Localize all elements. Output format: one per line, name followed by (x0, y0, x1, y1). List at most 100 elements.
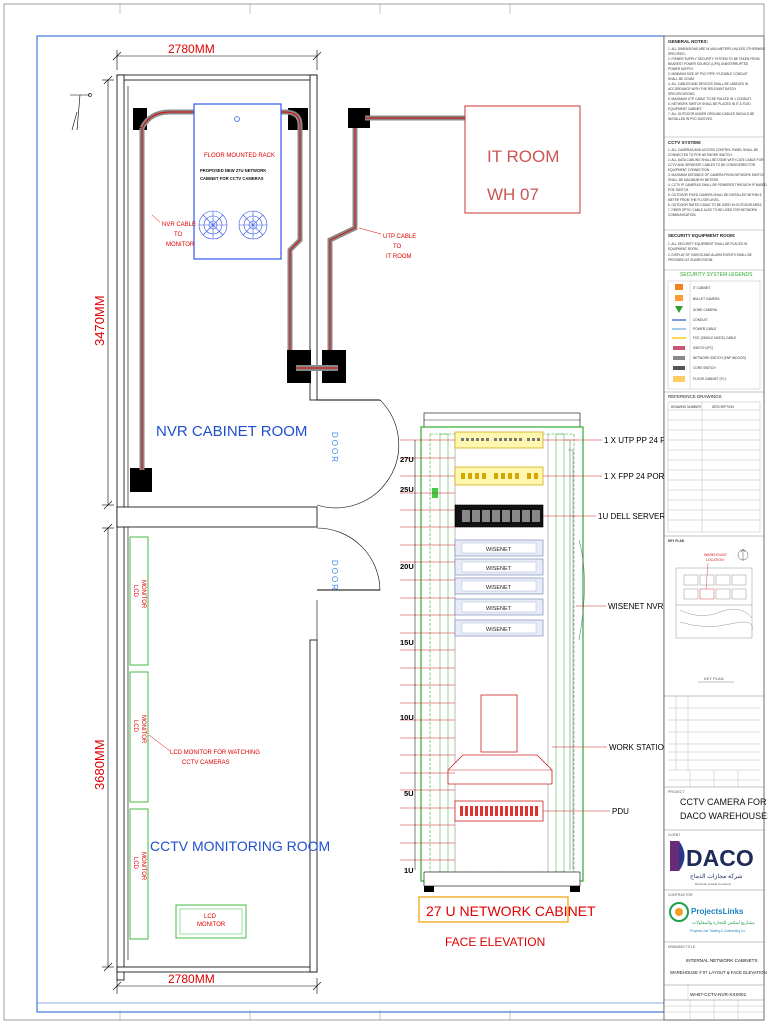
utp-patch-panel-ports (461, 438, 540, 441)
callout-wisenet-nvr: WISENET NVR (608, 602, 664, 611)
nvr-cable-leader (151, 214, 161, 223)
legend-item-4: CONDUIT (693, 318, 708, 322)
rack-unit-lines (400, 439, 455, 861)
legend-swatch-7 (673, 346, 685, 350)
cable-route-right (296, 115, 465, 371)
cctv-note-1: 1. ALL CAMERAS AND ACCESS CONTROL PANEL … (668, 148, 758, 152)
drawing-title-2: WAREHOUSE # 07 LAYOUT & FACE ELEVATION (670, 970, 767, 975)
key-plan-label: KEY PLAN (704, 676, 724, 681)
pdu-outlets (460, 806, 538, 816)
cctv-note-13: 7. FIBER OPTIC CABLE ALSO TO BE USED FOR… (668, 208, 758, 212)
security-note-3: 2. DISPLAY OF VIDEOS AND ALARM EVENTS SH… (668, 253, 752, 257)
general-note-8: 4. ALL CABLES AND DEVICES SHALL BE LABEL… (668, 82, 749, 86)
general-note-2: SPECIFIED. (668, 52, 686, 56)
legend-item-1: IT CABINET (693, 286, 711, 290)
nvr-room-label: NVR CABINET ROOM (156, 423, 307, 440)
legend-item-10: FLOOR CABINET (FC) (693, 377, 726, 381)
contractor-arabic: مشاريع لينكس للتجارة والمقاولات (692, 920, 755, 926)
cabinet-foot-left (424, 886, 434, 892)
general-notes-header: GENERAL NOTES: (668, 39, 709, 44)
warehouse-location-2: LOCATION (706, 558, 724, 562)
general-note-6: 3. MINIMUM SIZE OF PVC PIPE / FLEXIBLE C… (668, 72, 748, 76)
lcd-bottom-line-2: MONITOR (197, 922, 226, 928)
cctv-note-7: SHALL BE MAXIMUM 90 METERS. (668, 178, 719, 182)
rack-unit-10: 10U (400, 713, 414, 722)
lcd-2-line-2: MONITOR (140, 715, 146, 744)
workstation-keyboard (447, 754, 553, 785)
cctv-note-14: COMMUNICATION. (668, 213, 696, 217)
projectslinks-logo-icon (669, 902, 689, 922)
general-note-5: POWER SUPPLY. (668, 67, 694, 71)
drawing-number: WH07-CCTV-NVR-XXX001 (690, 992, 747, 997)
legend-swatch-10 (673, 376, 685, 382)
rack-unit-20: 20U (400, 562, 414, 571)
cctv-room-label: CCTV MONITORING ROOM (150, 838, 330, 854)
cabinet-elevation: WISENET WISENET WISENET WISENET WISENET (400, 412, 585, 892)
general-note-15: INSTALLED IN PVC SLEEVES. (668, 117, 713, 121)
rack-unit-25: 25U (400, 485, 414, 494)
monitor-note-2: CCTV CAMERAS (182, 760, 230, 766)
cable-route-left (139, 109, 303, 470)
dell-server-bays (462, 510, 540, 522)
client-arabic: شركة مجازات الدماج (690, 873, 742, 880)
monitor-note-leader (148, 734, 171, 752)
security-note-2: EQUIPMENT ROOM. (668, 247, 699, 251)
dimension-lower-height: 3680MM (92, 739, 107, 790)
dimension-upper-height: 3470MM (92, 295, 107, 346)
it-room-label-1: IT ROOM (487, 147, 559, 166)
general-note-9: ACCORDANCE WITH THE RELEVANT BATCH (668, 87, 736, 91)
nvr-unit-1: WISENET (486, 547, 512, 553)
lcd-monitors-left (129, 536, 149, 940)
legend-swatch-8 (673, 356, 685, 360)
nvr-stack (454, 539, 544, 637)
utp-cable-label-3: IT ROOM (386, 254, 412, 260)
pdu (454, 800, 544, 822)
lcd-3-line-1: LCD (132, 857, 138, 870)
cabinet-foot-right (570, 886, 580, 892)
outer-wall-bottom (116, 966, 318, 973)
contractor-name: ProjectsLinks (691, 907, 744, 916)
outer-wall-top (116, 74, 318, 81)
lcd-bottom-line-1: LCD (204, 914, 217, 920)
legend-item-2: BULLET CAMERA (693, 297, 720, 301)
nvr-cable-label-1: NVR CABLE (162, 222, 196, 228)
lcd-monitor-bottom (175, 904, 247, 939)
outer-wall-right-lower (309, 639, 318, 973)
rack-plan-desc-2: CABINET FOR CCTV CAMERAS (200, 176, 264, 181)
reference-col-number: DRAWING NUMBER (671, 405, 702, 409)
cctv-note-10: 5. OUTDOOR FIXED CAMERA SHALL BE INSTALL… (668, 193, 762, 197)
rack-unit-5: 5U (404, 789, 414, 798)
border-ticks (119, 4, 511, 1020)
nvr-cable-label-2: TO (174, 232, 183, 238)
dimension-top: 2780MM (168, 42, 215, 56)
legend-item-5: POWER CABLE (693, 327, 716, 331)
reference-table (667, 401, 761, 533)
cabinet-title-box (418, 896, 569, 923)
legend-table (667, 280, 761, 390)
daco-logo-icon (670, 841, 685, 871)
client-name: DACO (686, 845, 754, 871)
nvr-unit-5: WISENET (486, 627, 512, 633)
drawing-title-label: DRAWING TITLE (668, 945, 696, 949)
legend-item-3: DOME CAMERA (693, 308, 718, 312)
rack-plan-desc-1: PROPOSED NEW 27U NETWORK (200, 168, 266, 173)
warehouse-location-1: WAREHOUSE (704, 553, 727, 557)
lcd-1-line-2: MONITOR (140, 580, 146, 609)
utp-cable-label-1: UTP CABLE (383, 234, 416, 240)
rack-plan-title: FLOOR MOUNTED RACK (204, 153, 275, 159)
contractor-sub: Projects Link Trading & Contracting Co. (690, 929, 746, 933)
lcd-1-line-1: LCD (132, 585, 138, 598)
fpp-patch-panel-ports (461, 473, 538, 479)
callout-work-station: WORK STATION (609, 743, 670, 752)
client-sub: Damman Arcade Company (695, 882, 732, 886)
lcd-monitor-bottom-inner (179, 908, 243, 935)
lcd-2-line-1: LCD (132, 720, 138, 733)
security-room-header: SECURITY EQUIPMENT ROOM: (668, 233, 736, 238)
legend-item-6: FOC (SINGLE MODE) CABLE (693, 336, 736, 340)
general-note-11: 5. MAXIMUM UTP CABLE TO BE PULLED IN 1 C… (668, 97, 752, 101)
project-title-1: CCTV CAMERA FOR (680, 797, 767, 807)
dimension-bottom: 2780MM (168, 972, 215, 986)
cctv-note-6: 3. MAXIMUM DISTANCE OF CAMERA FROM NETWO… (668, 173, 765, 177)
callout-fpp-panel: 1 X FPP 24 PORT (604, 472, 669, 481)
upper-door-swing (316, 399, 400, 509)
